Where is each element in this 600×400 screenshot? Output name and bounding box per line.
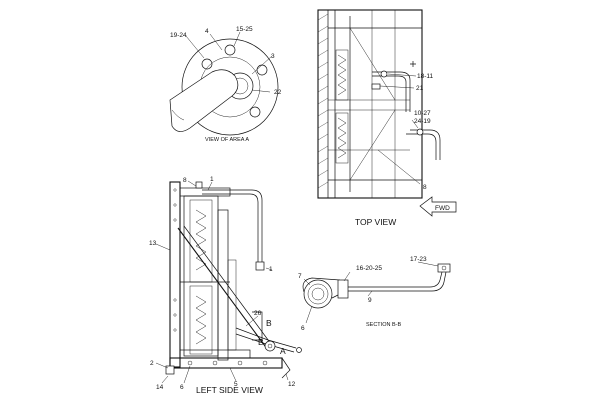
callout-14: 14 xyxy=(156,384,164,391)
callout-6-left: 6 xyxy=(180,384,184,391)
callout-10-27: 10-27 xyxy=(414,110,431,117)
section-b-marker-upper: B xyxy=(266,318,272,328)
caption-section-b-b: SECTION B-B xyxy=(366,322,401,328)
caption-top-view: TOP VIEW xyxy=(355,217,396,227)
callout-2: 2 xyxy=(150,360,154,367)
callout-16-20-25: 16-20-25 xyxy=(356,265,382,272)
fwd-arrow-icon xyxy=(419,196,457,217)
left-side-view xyxy=(155,180,302,384)
callout-7: 7 xyxy=(298,273,302,280)
top-view xyxy=(317,9,441,199)
callout-8-left: 8 xyxy=(183,177,187,184)
callout-26: 26 xyxy=(254,310,262,317)
section-b-marker-lower: B xyxy=(258,337,264,347)
caption-view-of-area-a: VIEW OF AREA A xyxy=(205,137,249,143)
callout-17-23: 17-23 xyxy=(410,256,427,263)
caption-left-side-view: LEFT SIDE VIEW xyxy=(196,385,263,395)
callout-3: 3 xyxy=(271,53,275,60)
callout-1-left-top: 1 xyxy=(210,176,214,183)
callout-1-left: 1 xyxy=(269,266,273,273)
callout-19-24: 19-24 xyxy=(170,32,187,39)
fwd-label: FWD xyxy=(435,205,450,212)
view-of-area-a xyxy=(169,31,279,136)
callout-4: 4 xyxy=(205,28,209,35)
callout-9: 9 xyxy=(368,297,372,304)
callout-18-11: 18-11 xyxy=(417,73,434,80)
callout-15-25: 15-25 xyxy=(236,26,253,33)
callout-12: 12 xyxy=(288,381,296,388)
callout-6-section: 6 xyxy=(301,325,305,332)
callout-21: 21 xyxy=(416,85,424,92)
callout-8-top: 8 xyxy=(423,184,427,191)
callout-22: 22 xyxy=(274,89,282,96)
area-a-marker: A xyxy=(280,346,286,356)
callout-13: 13 xyxy=(149,240,157,247)
callout-5: 5 xyxy=(234,381,238,388)
section-b-b xyxy=(302,261,451,324)
callout-24-19: 24-19 xyxy=(414,118,431,125)
